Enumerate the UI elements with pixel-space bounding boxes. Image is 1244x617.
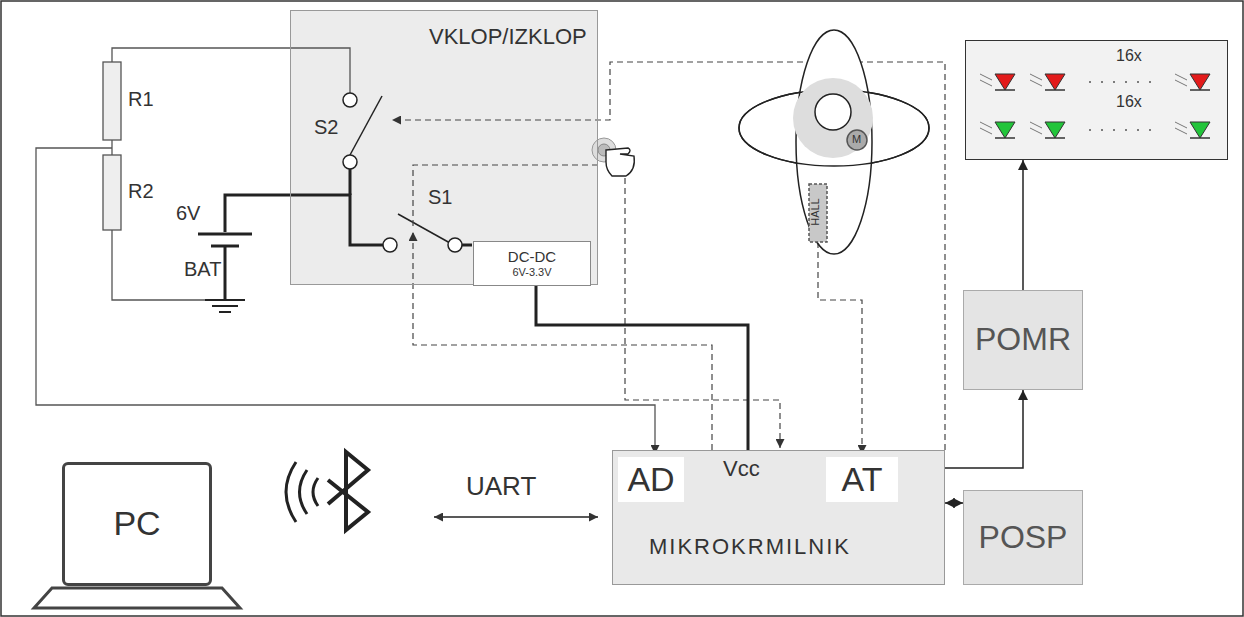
resistor-symbol — [103, 62, 121, 140]
node-text: MIKROKRMILNIK — [649, 535, 851, 559]
led-panel-fill — [965, 40, 1228, 160]
node-text: 16x — [1116, 93, 1142, 111]
divider-wires — [36, 48, 655, 454]
laptop-base — [34, 588, 240, 608]
memory-box: POSP — [963, 490, 1083, 585]
battery-symbol — [198, 234, 252, 246]
power-wires — [225, 169, 472, 300]
part-label: 6V — [176, 202, 200, 224]
part-label: S1 — [428, 186, 452, 208]
part-label: BAT — [184, 258, 221, 280]
node-text: POMR — [975, 322, 1071, 357]
node-text: Vcc — [723, 457, 760, 481]
resistor-symbol — [103, 155, 121, 230]
switch-panel: VKLOP/IZKLOP DC-DC6V-3.3V — [290, 10, 598, 285]
uart-link — [434, 516, 598, 518]
node-text: 6V-3.3V — [512, 266, 551, 278]
part-label: S2 — [314, 116, 338, 138]
part-label: M — [852, 133, 861, 145]
control-lines — [392, 62, 945, 454]
switch-panel-fill — [290, 10, 598, 285]
adc-pin-box: AD — [618, 457, 684, 502]
part-label: HALL — [809, 198, 821, 226]
node-text: VKLOP/IZKLOP — [429, 25, 587, 49]
signal-name: UART — [466, 472, 536, 501]
part-label: R2 — [128, 180, 154, 202]
node-text: DC-DC — [508, 249, 556, 266]
power-line — [536, 286, 748, 450]
led-array — [980, 74, 1210, 138]
part-label: R1 — [128, 88, 154, 110]
node-text: AD — [627, 461, 674, 498]
ground-symbol — [205, 300, 245, 312]
node-text: POSP — [979, 520, 1068, 555]
node-text: PC — [113, 505, 160, 542]
timer-pin-box: AT — [826, 457, 898, 502]
led-panel: 16x 16x — [965, 40, 1228, 160]
microcontroller-box: VccMIKROKRMILNIK AD AT — [612, 450, 945, 585]
converter-box: DC-DC6V-3.3V — [473, 241, 591, 286]
signal-arrow — [945, 390, 1023, 468]
switch-symbol — [343, 93, 462, 252]
signal-arrow — [1022, 160, 1024, 290]
bluetooth-icon — [286, 452, 368, 530]
power-amp-box: POMR — [963, 290, 1083, 390]
pc-screen: PC — [62, 462, 212, 586]
push-button-icon — [592, 138, 634, 176]
signal-arrow — [945, 502, 963, 504]
node-text: 16x — [1116, 47, 1142, 65]
motor-illustration — [739, 30, 929, 254]
node-text: AT — [842, 461, 883, 498]
